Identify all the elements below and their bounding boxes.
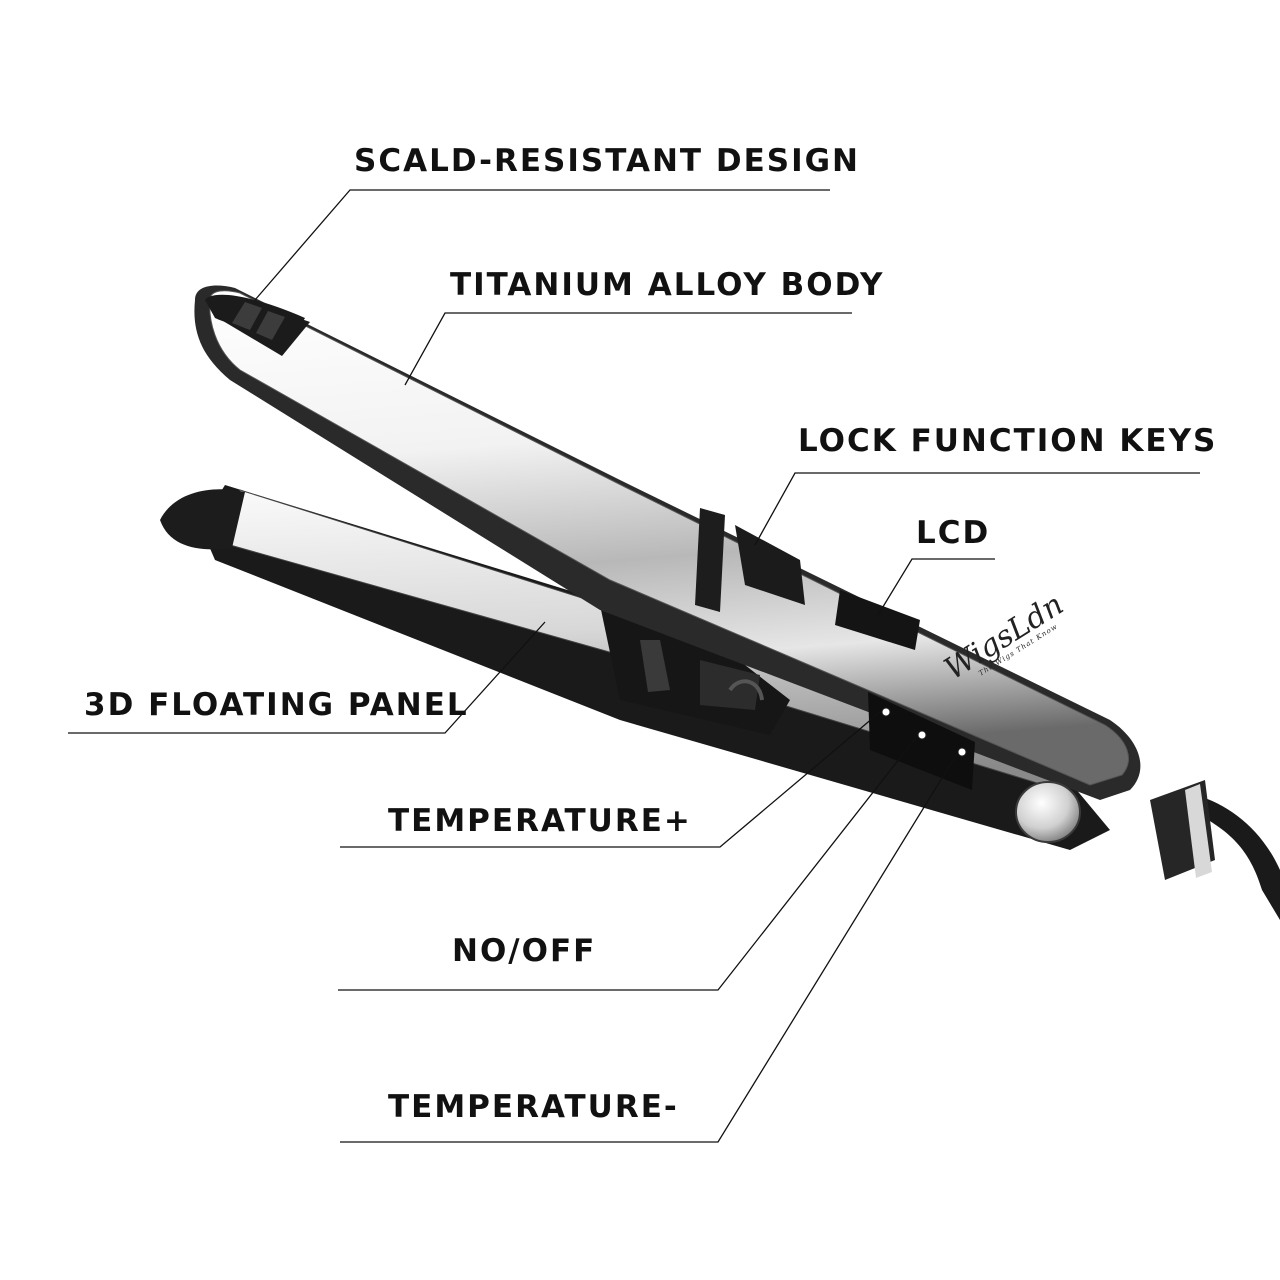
callout-line-lcd	[877, 558, 995, 616]
lower-tip-cap	[160, 489, 245, 550]
temperature-plus-button	[881, 707, 891, 717]
label-temperature-plus: TEMPERATURE+	[388, 803, 692, 839]
power-cord	[1150, 780, 1280, 920]
label-scald-resistant-design: SCALD-RESISTANT DESIGN	[354, 143, 861, 179]
temperature-minus-button	[957, 747, 967, 757]
callout-line-panel	[68, 621, 546, 734]
callout-line-scald	[254, 189, 830, 301]
callout-lines	[68, 189, 1200, 1143]
label-temperature-minus: TEMPERATURE-	[388, 1089, 679, 1125]
lower-arm	[160, 485, 1110, 850]
callout-line-lock	[754, 472, 1200, 546]
lock-collar	[695, 508, 725, 612]
callout-line-tplus	[340, 711, 881, 848]
label-lock-function-keys: LOCK FUNCTION KEYS	[798, 423, 1218, 459]
label-on-off: NO/OFF	[452, 933, 597, 969]
swivel-knob	[1015, 781, 1081, 843]
power-button	[917, 730, 927, 740]
callout-line-onoff	[338, 734, 919, 991]
lcd-window	[835, 590, 920, 650]
control-buttons-strip	[868, 692, 975, 790]
callout-line-body	[404, 312, 852, 386]
lock-slider-icon	[735, 525, 805, 605]
label-titanium-alloy-body: TITANIUM ALLOY BODY	[450, 267, 885, 303]
label-3d-floating-panel: 3D FLOATING PANEL	[84, 687, 469, 723]
upper-arm	[194, 285, 1141, 843]
label-lcd: LCD	[916, 515, 991, 551]
callout-line-tminus	[340, 751, 959, 1143]
